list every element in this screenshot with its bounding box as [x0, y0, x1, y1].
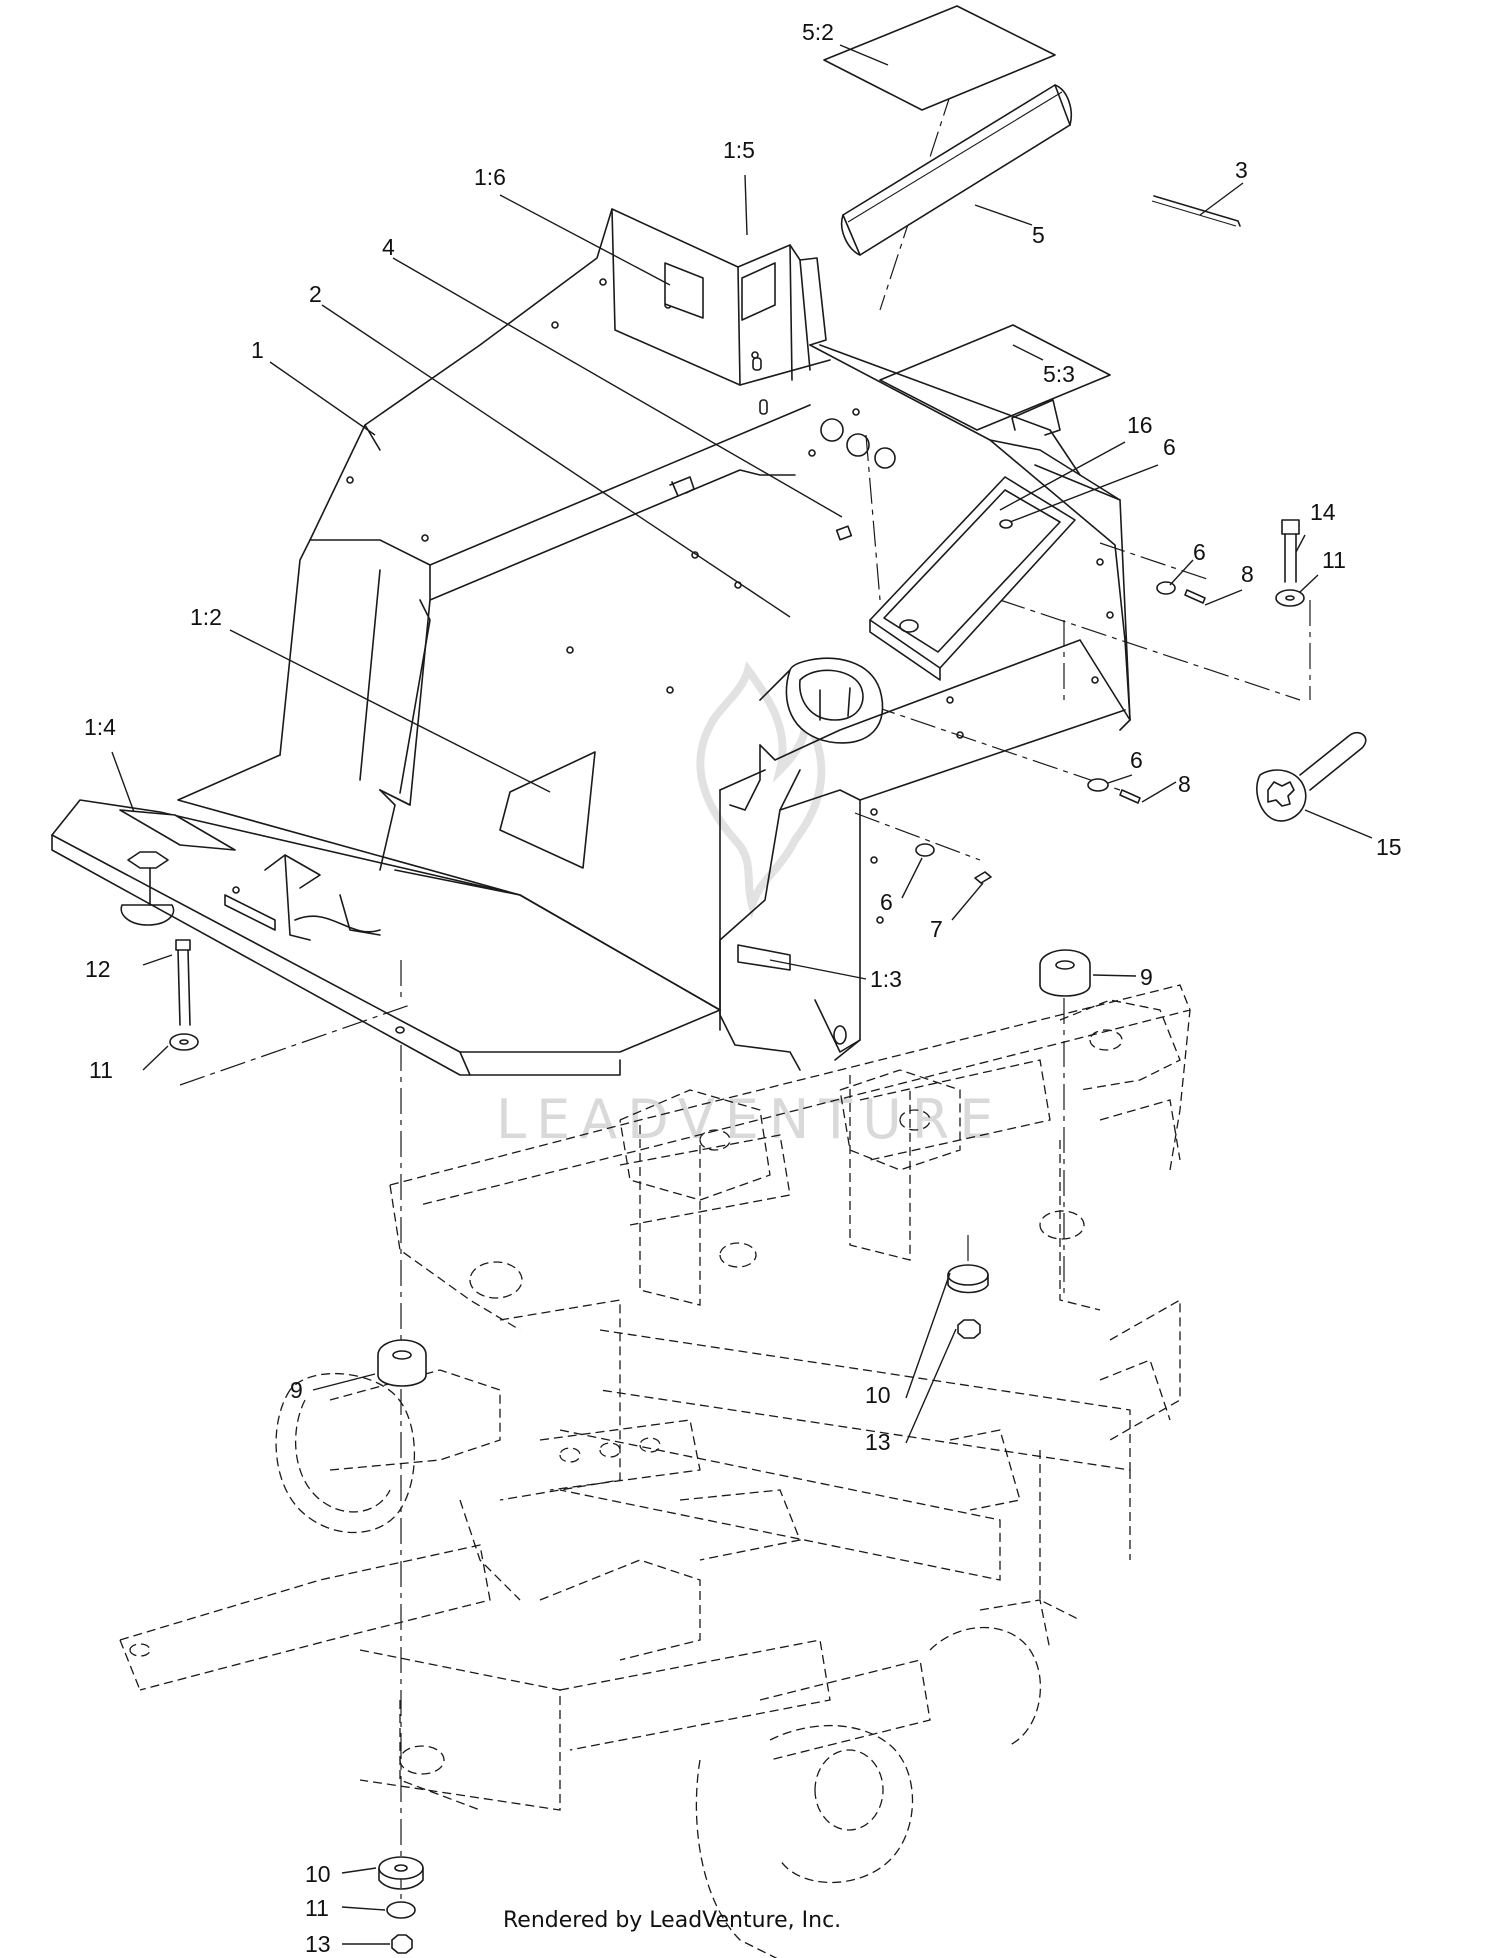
- key-15: [1256, 769, 1307, 822]
- bumper-10a: [947, 1264, 989, 1286]
- washer-11b: [169, 1033, 199, 1051]
- front-cross-bar: [51, 799, 721, 1076]
- screw-8b: [1119, 789, 1141, 804]
- isolator-9a: [1039, 949, 1091, 997]
- nut-13b: [391, 1934, 413, 1954]
- callout-12: 12: [85, 956, 111, 982]
- decal-1-4: [119, 809, 236, 851]
- callout-6c: 6: [1130, 747, 1143, 773]
- assembly-center-lines: [179, 49, 1311, 1910]
- mower-frame: [119, 984, 1191, 1958]
- callout-5-2: 5:2: [802, 19, 834, 45]
- callout-1-3: 1:3: [870, 966, 902, 992]
- callout-10a: 10: [865, 1382, 891, 1408]
- callout-9a: 9: [1140, 964, 1153, 990]
- callout-1-6: 1:6: [474, 164, 506, 190]
- pin-7: [974, 871, 992, 884]
- pod-housing: [177, 208, 1081, 1011]
- washer-6d: [915, 843, 935, 857]
- nut-13a: [957, 1319, 981, 1339]
- callout-8b: 8: [1178, 771, 1191, 797]
- bolt-14: [1281, 519, 1300, 535]
- callout-7: 7: [930, 916, 943, 942]
- callout-6b: 6: [1193, 539, 1206, 565]
- washer-11c: [386, 1901, 416, 1919]
- callout-9b: 9: [290, 1377, 303, 1403]
- decal-1-3: [737, 944, 791, 971]
- callout-11c: 11: [305, 1895, 329, 1921]
- isolator-9b: [377, 1339, 427, 1387]
- deck-plate-stack: [823, 5, 1241, 431]
- callout-10b: 10: [305, 1861, 331, 1887]
- rod-3: [1153, 195, 1241, 227]
- callout-16: 16: [1127, 412, 1153, 438]
- console-right: [719, 344, 1131, 1071]
- callout-14: 14: [1310, 499, 1336, 525]
- callout-13a: 13: [865, 1429, 891, 1455]
- callout-6a: 6: [1163, 434, 1176, 460]
- callout-5-3: 5:3: [1043, 361, 1075, 387]
- callout-2: 2: [309, 281, 322, 307]
- callout-1-4: 1:4: [84, 714, 116, 740]
- decal-1-6: [664, 262, 704, 319]
- rendered-by-footer: Rendered by LeadVenture, Inc.: [503, 1908, 842, 1933]
- leader-lines: [111, 44, 1373, 1945]
- washer-11a: [1275, 589, 1305, 607]
- washer-6c: [1087, 778, 1109, 792]
- bumper-10b: [378, 1856, 424, 1880]
- callout-1: 1: [251, 337, 264, 363]
- decal-5-3: [879, 324, 1111, 431]
- screw-8a: [1184, 589, 1206, 604]
- decal-1-2: [499, 751, 596, 869]
- callout-8a: 8: [1241, 561, 1254, 587]
- watermark-text: LEADVENTURE: [496, 1088, 1003, 1151]
- callout-11b: 11: [89, 1057, 113, 1083]
- callout-5: 5: [1032, 222, 1045, 248]
- callout-1-5: 1:5: [723, 137, 755, 163]
- decal-5-2: [823, 5, 1056, 111]
- washer-6b: [1156, 581, 1176, 595]
- callout-6d: 6: [880, 889, 893, 915]
- callout-4: 4: [382, 234, 395, 260]
- callout-1-2: 1:2: [190, 604, 222, 630]
- callout-15: 15: [1376, 834, 1402, 860]
- callout-11a: 11: [1322, 547, 1346, 573]
- decal-1-5: [741, 262, 776, 321]
- callout-3: 3: [1235, 157, 1248, 183]
- tray-16: [869, 476, 1076, 669]
- hardware: [169, 519, 1367, 1954]
- bolt-12: [175, 939, 191, 951]
- callout-13b: 13: [305, 1931, 331, 1957]
- callout-labels: 5:2 1:5 3 1:6 5 4 2 1 5:3 16 6 14 6 11 8…: [84, 19, 1402, 1957]
